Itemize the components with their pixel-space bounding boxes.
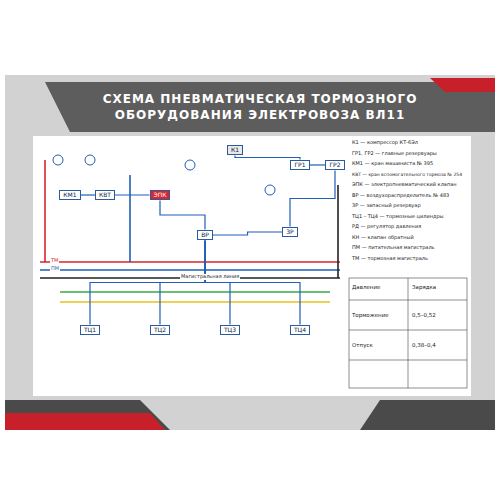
title-band — [45, 82, 495, 132]
device-box: КВТ — [95, 190, 115, 201]
device-label: ГР2 — [329, 162, 340, 169]
device-label: ВР — [201, 232, 209, 239]
device-box: ТЦ2 — [150, 325, 170, 336]
table-cell: Отпуск — [352, 342, 373, 348]
device-box: К1 — [227, 145, 243, 156]
legend-text: КВТ — кран вспомогательного тормоза № 25… — [352, 172, 462, 177]
pipe-connector — [205, 240, 300, 324]
red-wave — [5, 413, 165, 430]
pipe-label: ТМ — [50, 258, 59, 264]
table-cell: 0,5–0,52 — [412, 312, 436, 318]
pipe-connector — [115, 194, 150, 195]
legend-text: КМ1 — кран машиниста № 395 — [352, 161, 433, 167]
dark-wave — [5, 400, 170, 430]
device-box: ТЦ3 — [220, 325, 240, 336]
legend-text: К1 — компрессор КТ-6Эл — [352, 140, 418, 146]
device-label: ТЦ4 — [294, 327, 306, 334]
device-label: ТЦ3 — [224, 327, 236, 334]
device-label: ЗР — [286, 229, 293, 236]
dark-wave — [360, 400, 495, 430]
device-label: К1 — [231, 147, 239, 154]
device-box: ТЦ4 — [290, 325, 310, 336]
device-box: ЭПК — [150, 190, 171, 201]
pipe-connector — [310, 164, 326, 165]
legend-text: РД — регулятор давления — [352, 224, 421, 230]
legend-text: КН — клапан обратный — [352, 235, 414, 241]
device-label: ГР1 — [294, 162, 305, 169]
device-label: ТЦ2 — [154, 327, 166, 334]
summary-table — [349, 278, 467, 388]
legend-text: ТЦ1 – ТЦ4 — тормозные цилиндры — [352, 214, 444, 220]
device-label: ЭПК — [154, 192, 167, 199]
pipe-lines — [40, 160, 340, 302]
device-box: ГР2 — [325, 160, 344, 171]
device-box: ТЦ1 — [80, 325, 100, 336]
legend-text: ПМ — питательная магистраль — [352, 245, 435, 251]
pipe-connector — [160, 200, 205, 229]
pipe-connector — [213, 232, 282, 235]
legend-text: ЭПК — электропневматический клапан — [352, 182, 457, 188]
table-cell: Зарядка — [412, 284, 436, 290]
table-cell: Торможение — [352, 312, 389, 318]
device-box: ВР — [197, 230, 213, 241]
device-box: КМ1 — [59, 190, 80, 201]
pipe-connector — [160, 240, 205, 324]
poster-board — [5, 75, 495, 430]
legend-text: ЗР — запасный резервуар — [352, 203, 421, 209]
device-label: ТЦ1 — [84, 327, 96, 334]
pipe-connector — [290, 170, 335, 226]
poster-title: СХЕМА ПНЕВМАТИЧЕСКАЯ ТОРМОЗНОГО ОБОРУДОВ… — [60, 92, 460, 123]
pipe-label: ПМ — [50, 266, 60, 272]
diagram-panel — [33, 136, 471, 396]
pipe-label: Магистральная линия — [180, 274, 240, 280]
legend-text: ГР1, ГР2 — главные резервуары — [352, 151, 437, 157]
table-cell: Давление — [352, 284, 380, 290]
table-cell: 0,38–0,4 — [412, 342, 436, 348]
device-box: ГР1 — [290, 160, 309, 171]
device-box: ЗР — [282, 227, 297, 238]
legend-text: ТМ — тормозная магистраль — [352, 256, 428, 262]
red-stripe — [430, 78, 495, 92]
pipe-connector — [90, 240, 205, 324]
device-label: КВТ — [99, 192, 111, 199]
legend-text: ВР — воздухораспределитель № 483 — [352, 193, 449, 199]
device-label: КМ1 — [63, 192, 76, 199]
pipe-connector — [81, 194, 95, 195]
